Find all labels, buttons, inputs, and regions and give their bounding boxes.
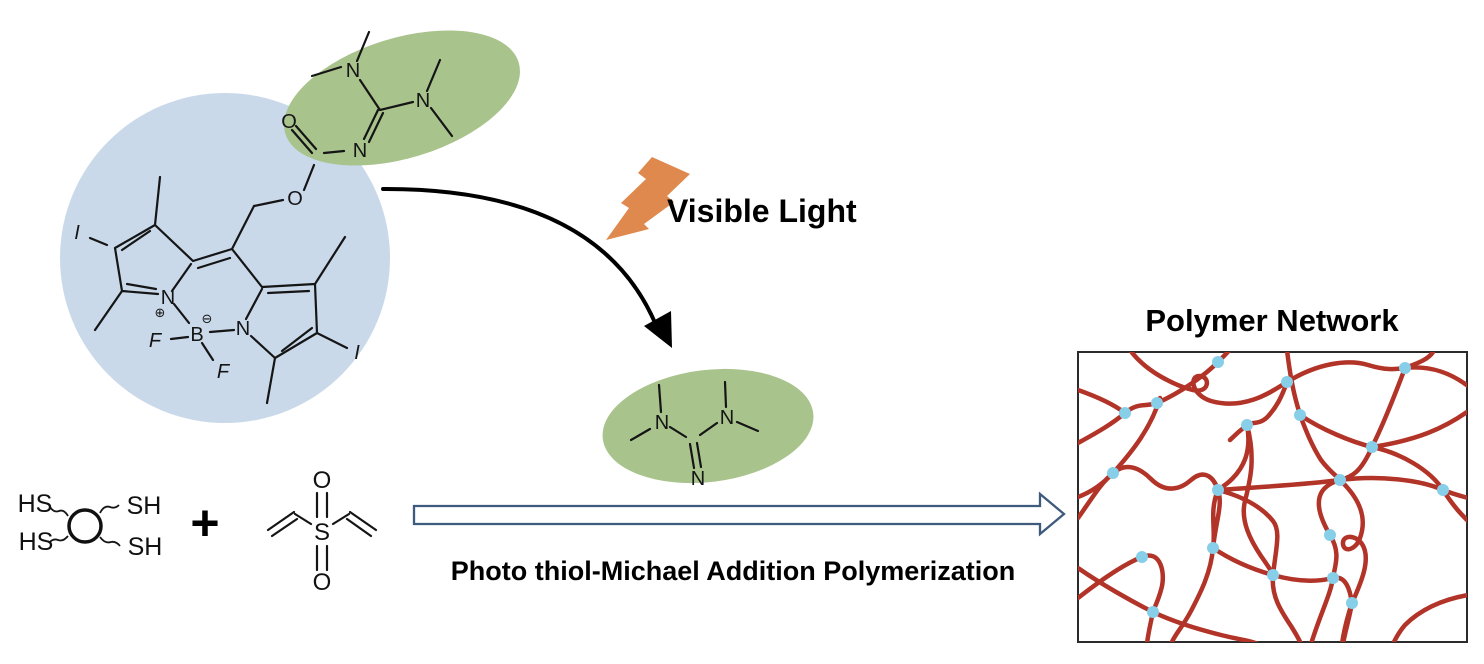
released-amine-nitrogen-right-label: N (720, 407, 734, 429)
polymer-strand (1215, 475, 1467, 501)
polymer-strand (1297, 412, 1467, 524)
crosslink-dot (1327, 572, 1339, 584)
positive-charge-icon: ⊕ (155, 306, 166, 321)
boron-label: B (190, 324, 203, 346)
iodine-left-label: I (74, 222, 80, 244)
polymer-strand (1227, 379, 1290, 443)
plus-operator: + (190, 495, 219, 551)
thiol-sh-bottom-right-label: SH (128, 533, 163, 561)
sulfone-oxygen-bottom-label: O (313, 569, 332, 596)
carbamate-linker: O O (252, 111, 346, 210)
polymer-strand (1369, 409, 1467, 450)
carbamate-bonds (252, 124, 346, 208)
bodipy-double-bond-inner-lines (120, 229, 314, 353)
reaction-caption: Photo thiol-Michael Addition Polymerizat… (451, 556, 1016, 586)
negative-charge-icon: ⊖ (202, 312, 213, 327)
photo-activation: Visible Light (381, 157, 857, 348)
crosslink-dot (1334, 474, 1346, 486)
polymer-network-box (1077, 351, 1468, 643)
thiol-hs-bottom-left-label: HS (19, 528, 54, 556)
polymer-strand (1241, 422, 1276, 578)
visible-light-label: Visible Light (667, 193, 857, 229)
bodipy-bonds (88, 175, 349, 405)
polymer-network-panel: Polymer Network (1077, 303, 1468, 643)
released-imine-nitrogen-label: N (691, 468, 705, 490)
released-guanidine-bonds (629, 380, 760, 470)
caged-guanidine-highlight-ellipse (284, 30, 520, 166)
pyrrole-nitrogen-left-label: N (161, 287, 175, 309)
crosslink-dot (1324, 529, 1336, 541)
sulfone-sulfur-label: S (314, 519, 330, 546)
polymer-strand (1210, 422, 1251, 551)
reaction-block-arrow (412, 491, 1066, 537)
pyrrole-nitrogen-right-label: N (236, 318, 250, 340)
released-amine-nitrogen-left-label: N (655, 412, 669, 434)
crosslink-dot (1346, 597, 1358, 609)
crosslink-dot (1366, 441, 1378, 453)
bodipy-photocage: I I N N B F F ⊕ ⊖ (74, 175, 360, 405)
tetrathiol-monomer: HS SH HS SH (18, 490, 163, 561)
caged-amine-nitrogen-left-label: N (346, 60, 360, 82)
polymer-network-title: Polymer Network (1145, 303, 1399, 338)
polymer-strand (1391, 592, 1467, 642)
caged-imine-nitrogen-label: N (353, 140, 367, 162)
divinyl-sulfone-bonds (266, 491, 378, 572)
sulfone-oxygen-top-label: O (313, 467, 332, 494)
crosslink-dot (1119, 407, 1131, 419)
divinyl-sulfone-monomer: O S O (266, 467, 378, 596)
ester-oxygen-label: O (287, 188, 303, 210)
fluorine-left-label: F (149, 330, 163, 352)
crosslink-dot (1151, 397, 1163, 409)
released-guanidine: N N N (629, 380, 760, 490)
photolysis-curved-arrow (381, 186, 658, 327)
caged-guanidine-bonds (310, 30, 454, 144)
polymer-strand (1309, 365, 1408, 642)
crosslink-dot (1147, 606, 1159, 618)
released-guanidine-highlight-ellipse (602, 368, 814, 484)
caged-amine-nitrogen-right-label: N (416, 90, 430, 112)
carbonyl-oxygen-label: O (281, 111, 297, 133)
crosslink-dot (1207, 542, 1219, 554)
crosslink-dot (1437, 484, 1449, 496)
bodipy-highlight-circle (60, 93, 390, 423)
polymer-strands (1078, 352, 1467, 642)
crosslink-dot (1212, 356, 1224, 368)
iodine-right-label: I (354, 342, 360, 364)
crosslink-dot (1107, 467, 1119, 479)
tetrathiol-core-circle (67, 508, 103, 544)
crosslink-dot (1399, 362, 1411, 374)
fluorine-bottom-label: F (217, 361, 231, 383)
lightning-bolt-icon (606, 157, 690, 240)
thiol-sh-top-right-label: SH (127, 492, 162, 520)
crosslink-dot (1136, 551, 1148, 563)
curved-arrow-head (644, 311, 672, 348)
caged-guanidine: N N N (310, 30, 454, 162)
thiol-hs-top-left-label: HS (18, 490, 53, 518)
polymer-strand (1078, 553, 1166, 642)
polymer-strand (1078, 565, 1260, 642)
crosslink-dot (1212, 484, 1224, 496)
reaction-arrow-group: Photo thiol-Michael Addition Polymerizat… (412, 491, 1066, 586)
crosslink-dot (1267, 569, 1279, 581)
crosslink-dot (1294, 409, 1306, 421)
tetrathiol-wavy-arms (48, 504, 121, 547)
polymer-strand (1284, 352, 1343, 483)
crosslink-dot (1241, 419, 1253, 431)
crosslink-dot (1281, 376, 1293, 388)
crosslink-dots (1107, 356, 1449, 618)
